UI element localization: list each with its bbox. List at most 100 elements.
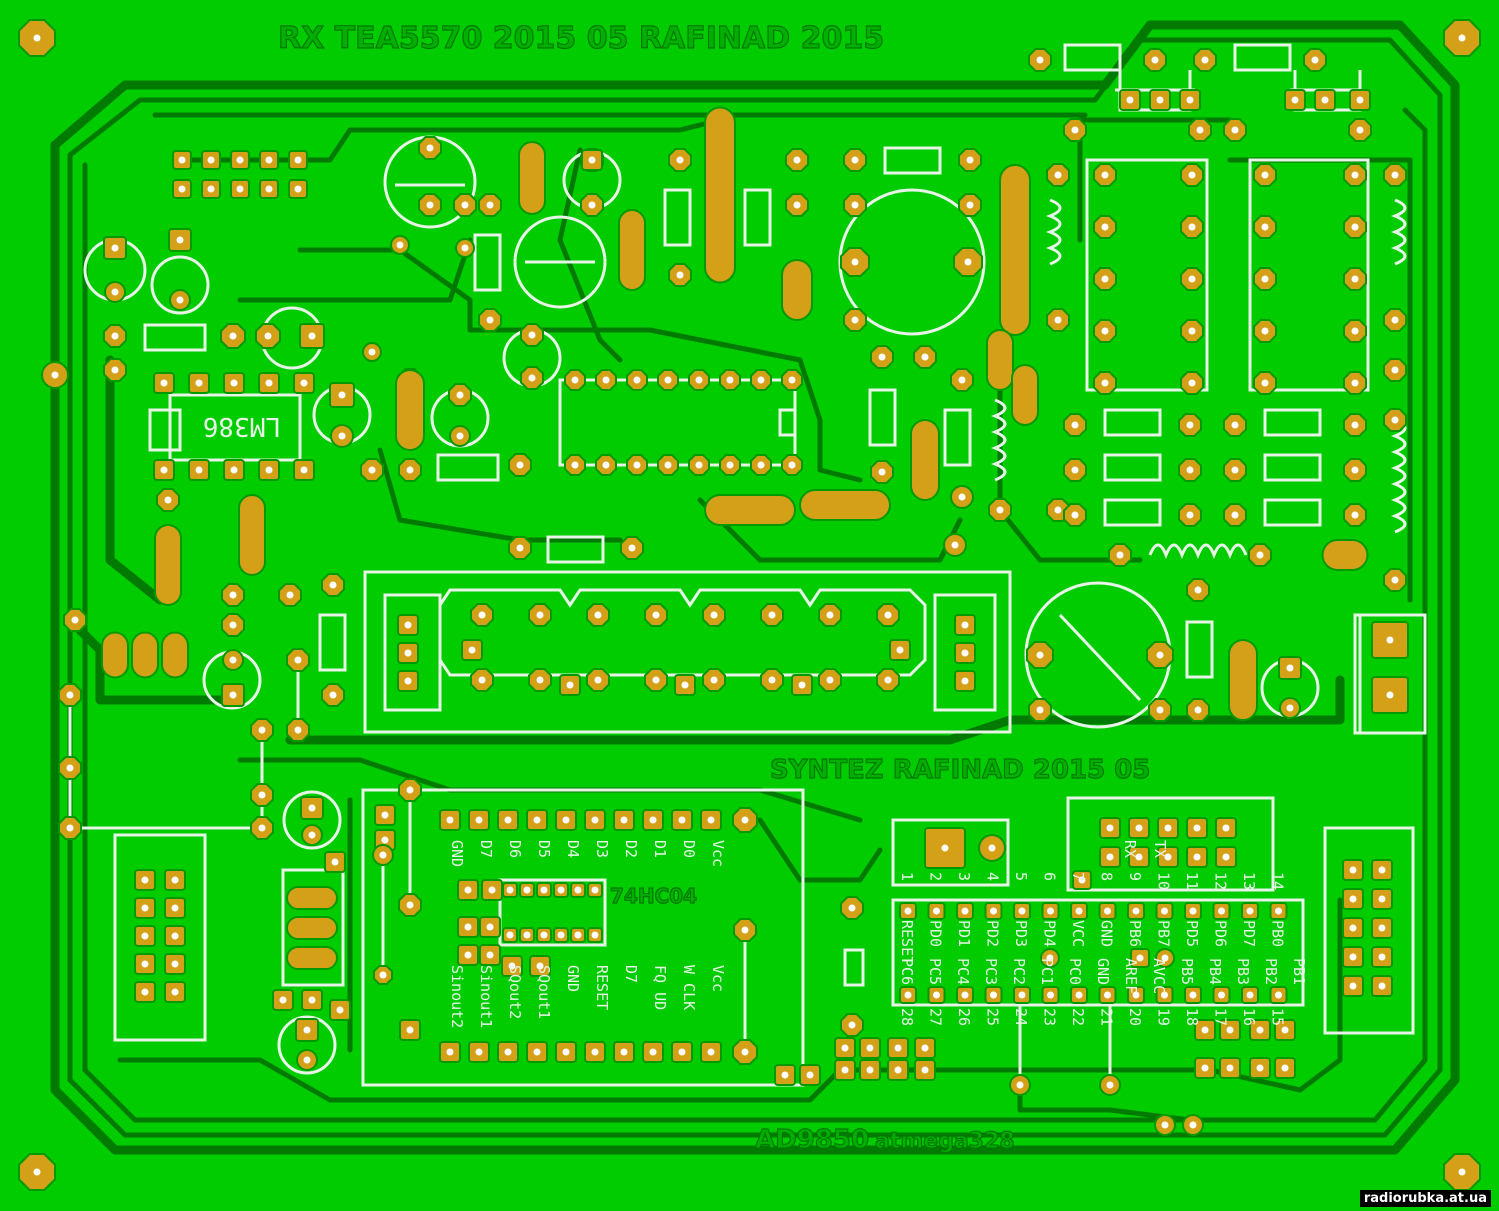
mcu-bottom-pin-label: GND <box>1094 958 1112 985</box>
pad <box>1371 888 1393 910</box>
pad <box>1186 846 1208 868</box>
pad <box>1343 458 1367 482</box>
pad <box>1223 458 1247 482</box>
pad <box>1383 163 1407 187</box>
pad <box>397 670 419 692</box>
pad <box>781 454 803 476</box>
pad <box>642 1041 664 1063</box>
pad <box>618 209 646 291</box>
mcu-pin-number: 6 <box>1041 872 1059 881</box>
pad <box>704 494 796 526</box>
pad <box>398 458 422 482</box>
pad <box>1093 371 1117 395</box>
pad <box>870 460 894 484</box>
pad <box>222 649 244 671</box>
pad <box>518 141 546 215</box>
mcu-bottom-pin-number: 26 <box>955 1008 973 1026</box>
pad <box>301 824 323 846</box>
pad <box>478 193 502 217</box>
pad <box>1184 902 1202 920</box>
pad <box>395 369 425 451</box>
pad <box>479 916 501 938</box>
pad <box>1383 568 1407 592</box>
pad <box>1128 817 1150 839</box>
pad <box>1013 986 1031 1004</box>
pad <box>1186 578 1210 602</box>
pad <box>1011 364 1039 426</box>
pad <box>785 148 809 172</box>
pad <box>1342 975 1364 997</box>
pad <box>986 329 1014 391</box>
pad <box>954 614 976 636</box>
pad <box>620 536 644 560</box>
pad <box>956 986 974 1004</box>
pad <box>700 809 722 831</box>
mcu-top-pin-label: VCC <box>1069 920 1087 947</box>
pad <box>528 603 552 627</box>
pad <box>791 674 813 696</box>
pad <box>188 372 210 394</box>
pad <box>700 1041 722 1063</box>
pad <box>41 361 69 389</box>
pad <box>502 927 518 943</box>
pad <box>781 259 813 321</box>
mcu-top-pin-label: PD7 <box>1240 920 1258 947</box>
mcu-top-pin-label: PD5 <box>1183 920 1201 947</box>
pad <box>1155 986 1174 1004</box>
pad <box>103 236 127 260</box>
pad <box>564 454 586 476</box>
board-title-middle: SYNTEZ RAFINAD 2015 05 <box>770 755 1150 785</box>
pad <box>519 882 535 898</box>
pad <box>164 869 186 891</box>
pad <box>943 533 967 557</box>
ic-label-lm386: LM386 <box>203 411 281 441</box>
pad <box>1314 89 1336 111</box>
pad <box>688 454 710 476</box>
pad <box>296 1049 318 1071</box>
pad <box>293 372 315 394</box>
pad <box>1193 48 1217 72</box>
pad <box>1028 698 1052 722</box>
pad <box>1321 539 1369 571</box>
dds-top-pin-label: D4 <box>564 840 582 858</box>
pad <box>1179 89 1201 111</box>
pad <box>169 289 191 311</box>
mcu-bottom-pin-label: PB2 <box>1262 958 1280 985</box>
pad <box>732 807 758 833</box>
pad <box>1154 1114 1176 1136</box>
pad <box>250 718 274 742</box>
pad <box>481 879 503 901</box>
pad <box>449 425 471 447</box>
pad <box>134 869 156 891</box>
pad <box>657 369 679 391</box>
pad <box>153 459 175 481</box>
pad <box>1186 817 1208 839</box>
dds-top-pin-label: D1 <box>651 840 669 858</box>
dds-top-pin-label: Vcc <box>709 840 727 867</box>
pad <box>1212 902 1231 920</box>
mcu-pin-number: 9 <box>1126 872 1144 881</box>
dds-top-pin-label: D7 <box>477 840 495 858</box>
pad <box>238 494 266 576</box>
pad <box>1371 859 1393 881</box>
pad <box>799 489 891 521</box>
pad <box>286 648 310 672</box>
pad <box>154 524 182 606</box>
mcu-serial-label: RX <box>1121 840 1139 858</box>
pad <box>950 485 974 509</box>
mcu-pin-number: 13 <box>1240 872 1258 890</box>
pad <box>1342 917 1364 939</box>
pad <box>1182 1114 1204 1136</box>
pad <box>1269 902 1288 920</box>
pad <box>153 372 175 394</box>
pad <box>1155 902 1174 920</box>
pad <box>1371 975 1393 997</box>
mcu-bottom-pin-label: PB4 <box>1206 958 1224 985</box>
pad <box>1178 458 1202 482</box>
pad <box>1342 859 1364 881</box>
pad <box>18 1153 56 1191</box>
mcu-top-pin-label: PD1 <box>955 920 973 947</box>
pad <box>1194 1057 1216 1079</box>
pad <box>1269 986 1288 1004</box>
